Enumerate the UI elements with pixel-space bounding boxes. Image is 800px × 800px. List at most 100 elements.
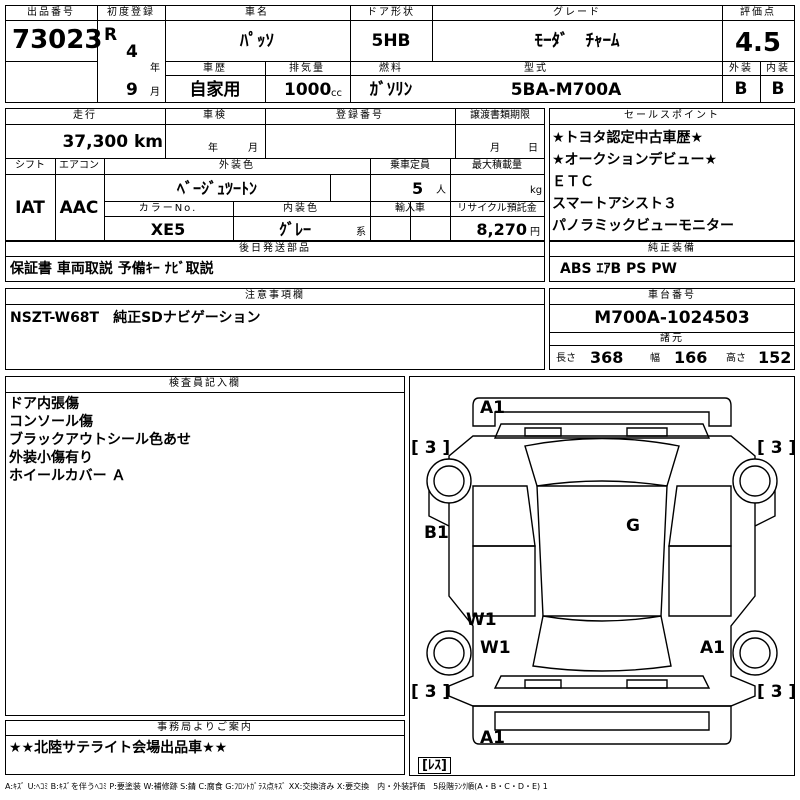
model-code: 5BA-M700A	[510, 80, 622, 100]
mark-front-bumper: A1	[480, 398, 505, 418]
score: 4.5	[734, 28, 782, 58]
header-section	[5, 5, 795, 103]
exterior-color: ﾍﾞｰｼﾞｭﾂｰﾄﾝ	[176, 179, 258, 198]
equipment-text: ABS ｴｱB PS PW	[560, 261, 677, 277]
later-parts-section	[5, 241, 545, 282]
exterior-score: B	[734, 79, 748, 99]
recycle-deposit: 8,270	[476, 220, 527, 239]
sales-point-item: スマートアシスト３	[552, 196, 678, 212]
exterior-score-label: 外装	[729, 63, 753, 74]
car-name: ﾊﾟｯｿ	[240, 31, 274, 51]
transfer-day-unit: 日	[528, 143, 538, 154]
mark-left-rear-tire: [ 3 ]	[411, 682, 451, 702]
car-name-label: 車名	[245, 7, 269, 18]
mark-left-rear-fender: W1	[480, 638, 511, 658]
plate-number-label: 登録番号	[336, 110, 384, 121]
office-notice-label: 事務局よりご案内	[157, 722, 253, 733]
inspector-note-line: コンソール傷	[9, 414, 93, 430]
notes-text: NSZT-W68T 純正SDナビゲーション	[10, 310, 261, 326]
later-parts-label: 後日発送部品	[239, 243, 311, 254]
aircon: AAC	[59, 198, 99, 218]
sales-point-item: ★オークションデビュー★	[552, 152, 718, 168]
mark-right-front-tire: [ 3 ]	[757, 438, 797, 458]
mark-left-front-fender: B1	[424, 523, 449, 543]
max-load-unit: kg	[530, 185, 543, 196]
mark-left-rear-door: W1	[466, 610, 497, 630]
notes-section	[5, 288, 545, 370]
shift: IAT	[15, 198, 45, 218]
shift-label: シフト	[15, 160, 45, 171]
length: 368	[590, 348, 624, 367]
inspector-note-line: ドア内張傷	[9, 396, 79, 412]
lot-number: 73023	[12, 25, 103, 55]
inspector-note-line: ブラックアウトシール色あせ	[9, 432, 191, 448]
fuel: ｶﾞｿﾘﾝ	[369, 80, 413, 100]
grade-label: グレード	[553, 7, 601, 18]
mark-left-front-tire: [ 3 ]	[411, 438, 451, 458]
color-number: XE5	[150, 220, 186, 239]
transfer-deadline-label: 譲渡書類期限	[470, 110, 530, 121]
inspection-label: 車検	[203, 110, 227, 121]
inspection-month-unit: 月	[248, 143, 258, 154]
office-notice-section	[5, 720, 405, 775]
inspector-note-line: 外装小傷有り	[9, 450, 93, 466]
registration-month: 9	[126, 80, 138, 100]
capacity-label: 乗車定員	[390, 160, 430, 171]
interior-color: ｸﾞﾚｰ	[278, 220, 312, 239]
equipment-label: 純正装備	[648, 243, 696, 254]
mileage: 37,300 km	[62, 132, 163, 152]
color-number-label: カラーNo.	[138, 203, 198, 214]
later-parts-text: 保証書 車両取説 予備ｷｰ ﾅﾋﾞ取説	[10, 261, 214, 277]
era: R	[104, 25, 118, 45]
displacement-unit: cc	[331, 88, 342, 99]
displacement-label: 排気量	[289, 63, 325, 74]
door-type: 5HB	[371, 31, 411, 51]
sales-point-item: ＥＴＣ	[552, 174, 594, 190]
sales-points-section	[549, 108, 795, 241]
legend-text: A:ｷｽﾞ U:ﾍｺﾐ B:ｷｽﾞを伴うﾍｺﾐ P:要塗装 W:補修跡 S:錆 …	[5, 782, 548, 791]
capacity-unit: 人	[436, 185, 446, 196]
first-registration-label: 初度登録	[107, 7, 155, 18]
equipment-section	[549, 241, 795, 282]
grade: ﾓｰﾀﾞ ﾁｬｰﾑ	[534, 31, 620, 51]
office-notice-text: ★★北陸サテライト会場出品車★★	[9, 740, 228, 756]
chassis-number: M700A-1024503	[594, 308, 750, 328]
interior-score: B	[771, 79, 785, 99]
score-label: 評価点	[740, 7, 776, 18]
capacity: 5	[412, 179, 424, 198]
notes-label: 注意事項欄	[245, 290, 305, 301]
mark-rear-bumper: A1	[480, 728, 505, 748]
sales-point-item: ★トヨタ認定中古車歴★	[552, 130, 704, 146]
history: 自家用	[189, 80, 241, 100]
inspector-notes-label: 検査員記入欄	[169, 378, 241, 389]
inspector-note-line: ホイールカバー Ａ	[9, 468, 126, 484]
interior-score-label: 内装	[766, 63, 790, 74]
history-label: 車歴	[203, 63, 227, 74]
door-type-label: ドア形状	[367, 7, 415, 18]
chassis-section	[549, 288, 795, 370]
transfer-month-unit: 月	[490, 143, 500, 154]
height-label: 高さ	[726, 353, 746, 364]
interior-color-unit: 系	[356, 227, 366, 238]
model-code-label: 型式	[524, 63, 548, 74]
sales-points-label: セールスポイント	[624, 110, 720, 121]
displacement: 1000	[284, 80, 332, 100]
width: 166	[674, 348, 708, 367]
recycle-deposit-label: リサイクル預託金	[457, 203, 537, 214]
inspector-notes-section	[5, 376, 405, 716]
exterior-color-label: 外装色	[219, 160, 255, 171]
width-label: 幅	[650, 353, 660, 364]
inspection-year-unit: 年	[208, 143, 218, 154]
car-damage-diagram	[426, 397, 778, 745]
aircon-label: エアコン	[59, 160, 99, 171]
year-unit: 年	[150, 63, 160, 74]
interior-color-label: 内装色	[283, 203, 319, 214]
mark-right-rear-fender: A1	[700, 638, 725, 658]
mark-roof: G	[626, 516, 640, 536]
month-unit: 月	[150, 87, 160, 98]
recycle-deposit-unit: 円	[530, 227, 540, 238]
max-load-label: 最大積載量	[472, 160, 522, 171]
mark-right-rear-tire: [ 3 ]	[757, 682, 797, 702]
registration-year: 4	[126, 42, 138, 62]
